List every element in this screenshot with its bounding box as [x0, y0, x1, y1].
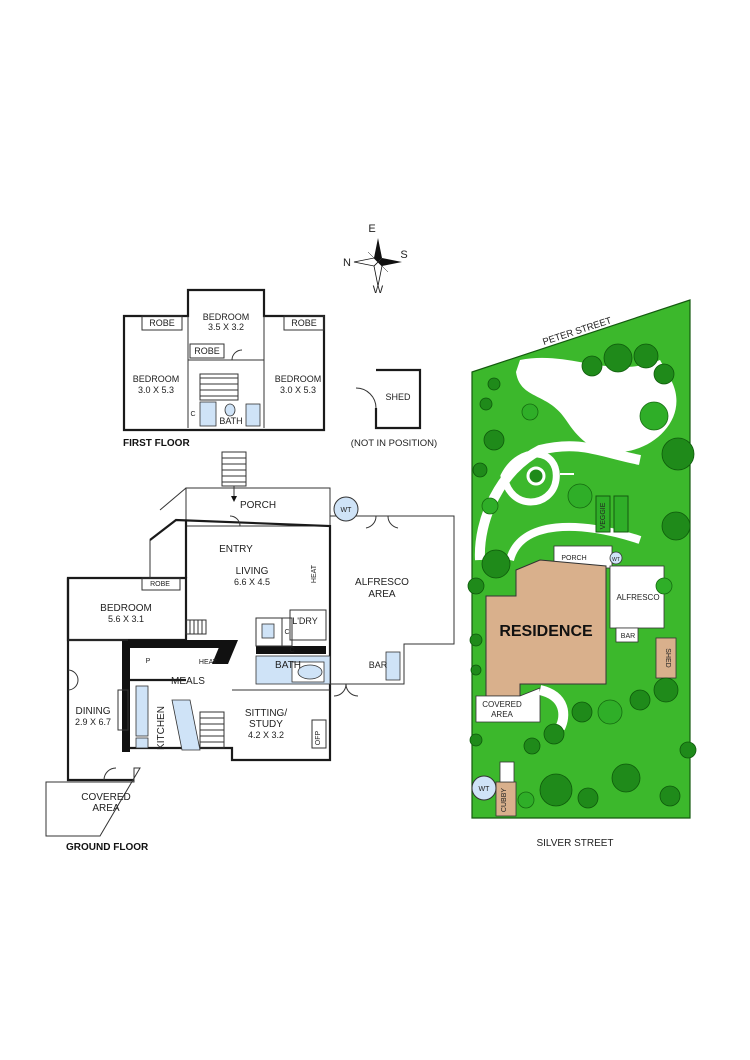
site-wt-porch-label: WT: [612, 557, 620, 563]
gf-sitting-dims: 4.2 X 3.2: [248, 730, 284, 740]
gf-ofp-label: OFP: [315, 730, 322, 745]
gf-covered-line2: AREA: [92, 803, 120, 814]
compass-s-label: S: [400, 249, 407, 261]
compass-e-label: E: [368, 223, 375, 235]
shed-plan: SHED (NOT IN POSITION): [351, 368, 437, 449]
ff-robe-mid-label: ROBE: [194, 346, 220, 356]
gf-heat-meals-label: HEAT: [199, 659, 218, 666]
gf-sitting-line1: SITTING/: [245, 708, 287, 719]
gf-pantry-label: P: [146, 658, 151, 665]
site-residence-label: RESIDENCE: [499, 623, 593, 640]
site-veggie-label: VEGGIE: [600, 502, 607, 529]
compass-w-label: W: [373, 284, 384, 296]
site-porch-label: PORCH: [561, 555, 586, 562]
ff-bedroom-right-name: BEDROOM: [275, 374, 322, 384]
gf-porch-label: PORCH: [240, 500, 276, 511]
shed-label: SHED: [385, 392, 411, 402]
gf-dining-dims: 2.9 X 6.7: [75, 717, 111, 727]
gf-dining-name: DINING: [76, 706, 111, 717]
gf-heat-living-label: HEAT: [311, 564, 318, 583]
ff-bedroom-left-dims: 3.0 X 5.3: [138, 385, 174, 395]
site-shed-label: SHED: [664, 648, 671, 667]
first-floor-plan: ROBE ROBE ROBE BEDROOM 3.5 X 3.2 BEDROOM…: [122, 288, 326, 449]
first-floor-title: FIRST FLOOR: [123, 438, 190, 449]
ff-bedroom-top-name: BEDROOM: [203, 312, 250, 322]
gf-c-label-2: C: [289, 647, 294, 654]
gf-covered-line1: COVERED: [81, 792, 130, 803]
compass-rose: E N S W: [343, 223, 408, 296]
gf-living-dims: 6.6 X 4.5: [234, 577, 270, 587]
site-wt-label: WT: [479, 786, 491, 793]
gf-entry-label: ENTRY: [219, 544, 253, 555]
gf-bath-label: BATH: [275, 660, 301, 671]
shed-note: (NOT IN POSITION): [351, 438, 437, 449]
ff-c-label: C: [190, 411, 195, 418]
ff-bedroom-left-name: BEDROOM: [133, 374, 180, 384]
gf-c-label-1: C: [284, 629, 289, 636]
gf-ldry-label: L'DRY: [292, 616, 318, 626]
ff-robe-right-label: ROBE: [291, 318, 317, 328]
ff-robe-left-label: ROBE: [149, 318, 175, 328]
ff-bedroom-right-dims: 3.0 X 5.3: [280, 385, 316, 395]
gf-alfresco-line2: AREA: [368, 589, 396, 600]
site-covered-line1: COVERED: [482, 700, 522, 709]
site-covered-line2: AREA: [491, 710, 513, 719]
gf-wt-label: WT: [341, 507, 353, 514]
ff-bath-label: BATH: [219, 416, 242, 426]
site-cubby-label: CUBBY: [501, 788, 508, 812]
gf-alfresco-line1: ALFRESCO: [355, 577, 409, 588]
gf-bedroom-name: BEDROOM: [100, 603, 152, 614]
site-bar-label: BAR: [621, 633, 635, 640]
gf-sitting-line2: STUDY: [249, 719, 283, 730]
gf-meals-label: MEALS: [171, 676, 205, 687]
gf-robe-label: ROBE: [150, 581, 170, 588]
ff-bedroom-top-dims: 3.5 X 3.2: [208, 322, 244, 332]
compass-n-label: N: [343, 257, 351, 269]
gf-bar-label: BAR: [369, 660, 388, 670]
site-trees: [467, 343, 697, 809]
site-silver-street-label: SILVER STREET: [536, 838, 613, 849]
ground-floor-plan: WT: [45, 451, 455, 853]
ground-floor-title: GROUND FLOOR: [66, 842, 149, 853]
site-alfresco-label: ALFRESCO: [616, 593, 659, 602]
gf-bedroom-dims: 5.6 X 3.1: [108, 614, 144, 624]
gf-living-name: LIVING: [236, 566, 269, 577]
gf-kitchen-label: KITCHEN: [156, 706, 167, 750]
site-plan: VEGGIE WT PORCH ALFRESCO BAR RESIDENCE C…: [467, 299, 697, 849]
